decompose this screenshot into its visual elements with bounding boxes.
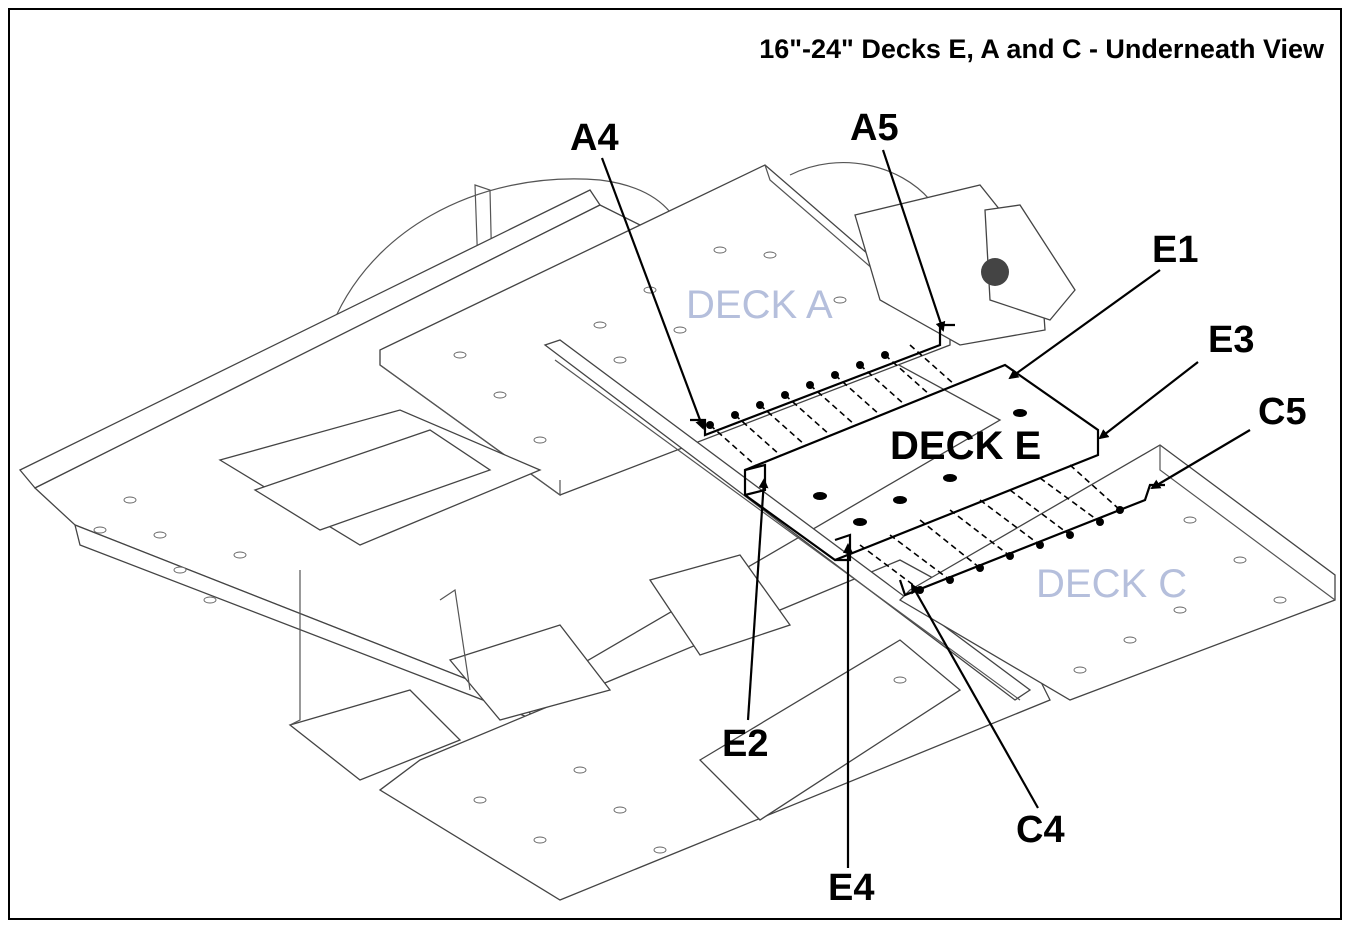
hopper-mid (448, 624, 612, 721)
deck-a-label: DECK A (686, 283, 833, 327)
deck-e-holes (813, 409, 1027, 526)
leader-c4 (911, 583, 1039, 809)
callout-c4: C4 (1016, 809, 1065, 851)
fastener-bolts-a (706, 351, 889, 429)
drive-guard (984, 204, 1076, 321)
bottom-cutout (698, 639, 962, 821)
callout-c5: C5 (1258, 391, 1307, 433)
support-post-mid (439, 588, 471, 691)
diagram-title: 16"-24" Decks E, A and C - Underneath Vi… (759, 34, 1324, 64)
deck-c-label: DECK C (1036, 562, 1187, 606)
leader-e1 (1008, 269, 1161, 380)
leader-e3 (1098, 361, 1199, 440)
callout-e4: E4 (828, 867, 874, 909)
callout-e2: E2 (722, 723, 768, 765)
hopper-inner-left (253, 429, 492, 531)
callout-e3: E3 (1208, 319, 1254, 361)
leader-c5 (1150, 429, 1251, 490)
drive-grille (981, 258, 1009, 286)
callout-leaders (600, 149, 1251, 868)
callout-e1: E1 (1152, 229, 1198, 271)
callout-a4: A4 (570, 117, 619, 159)
leader-a5 (881, 149, 946, 332)
hopper-bottom (288, 689, 462, 781)
rail-line (554, 359, 1021, 701)
deck-e-end (744, 463, 767, 497)
mounting-holes (93, 246, 1287, 854)
leader-e2 (746, 478, 769, 721)
support-post-left (289, 570, 301, 726)
fastener-bolts-c (916, 506, 1124, 594)
deck-e-label: DECK E (890, 424, 1041, 468)
fastener-lines-c (859, 464, 1121, 591)
bottom-deck-plate (378, 559, 1051, 901)
fan-arc-left (324, 178, 671, 346)
fan-arc-right (789, 162, 951, 251)
deck-c-edge (1159, 445, 1336, 601)
leader-a4 (600, 157, 705, 430)
deck-a-flange (379, 350, 561, 497)
fastener-lines-a (709, 344, 956, 466)
callout-a5: A5 (850, 107, 899, 149)
